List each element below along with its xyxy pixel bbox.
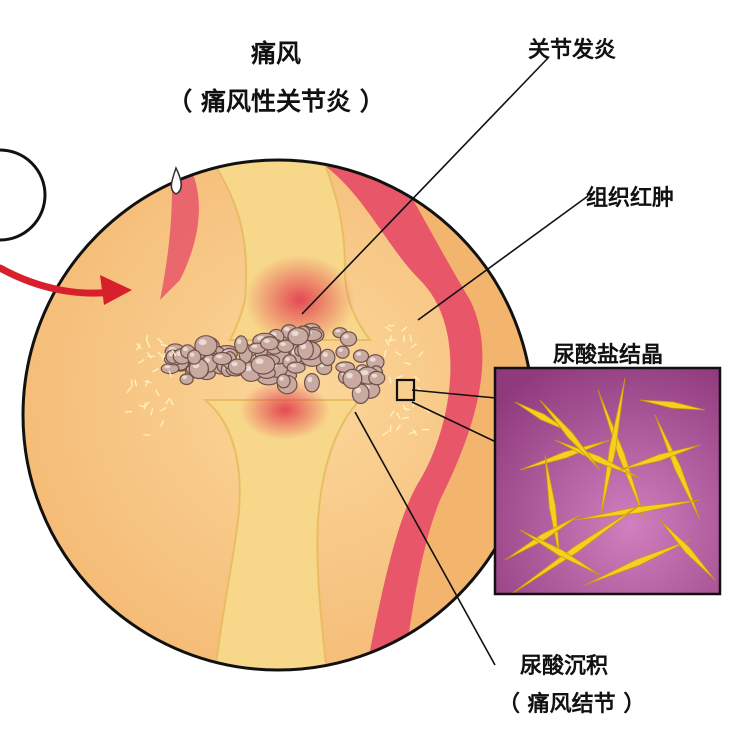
tophus-highlight xyxy=(252,345,258,348)
tophus-nodule xyxy=(251,355,275,374)
tophus-highlight xyxy=(335,329,340,332)
tophus-highlight xyxy=(346,373,353,379)
tophus-nodule xyxy=(287,362,305,373)
tophus-nodule xyxy=(188,350,201,364)
tophus-highlight xyxy=(169,352,174,356)
tophus-highlight xyxy=(280,342,286,346)
tophus-highlight xyxy=(356,352,361,356)
tophus-nodule xyxy=(261,337,279,350)
tophus-highlight xyxy=(182,376,187,379)
tophus-highlight xyxy=(264,339,270,343)
page-title: 痛风 xyxy=(236,34,316,70)
tophus-nodule xyxy=(277,374,290,388)
tophus-nodule xyxy=(340,332,356,346)
tophus-highlight xyxy=(285,357,290,361)
tophus-highlight xyxy=(343,334,349,338)
tophus-highlight xyxy=(290,364,296,367)
tophus-highlight xyxy=(323,352,328,357)
tophus-highlight xyxy=(190,353,195,357)
tophus-nodule xyxy=(235,336,248,353)
tophus-highlight xyxy=(255,359,263,365)
label-urate-crystals: 尿酸盐结晶 xyxy=(553,337,663,369)
label-uric-acid-deposit: 尿酸沉积 xyxy=(520,648,608,680)
label-tissue-swelling: 组织红肿 xyxy=(586,180,674,212)
tophus-nodule xyxy=(369,371,385,384)
tophus-highlight xyxy=(231,362,237,367)
tophus-highlight xyxy=(164,365,170,368)
tophus-highlight xyxy=(216,355,223,359)
tophus-nodule xyxy=(288,328,308,345)
tophus-highlight xyxy=(292,331,299,336)
tophus-highlight xyxy=(361,370,369,375)
tophus-nodule xyxy=(343,369,362,388)
tophus-highlight xyxy=(307,377,312,382)
tophus-highlight xyxy=(370,357,376,361)
tophus-nodule xyxy=(305,374,320,392)
page-subtitle: （ 痛风性关节炎 ） xyxy=(128,82,424,118)
tophus-highlight xyxy=(279,377,284,381)
tophus-nodule xyxy=(336,346,349,358)
tophus-highlight xyxy=(199,339,207,345)
tophus-nodule xyxy=(320,349,335,365)
tophus-highlight xyxy=(237,339,241,344)
tophus-highlight xyxy=(284,327,290,331)
label-gout-tophus: （ 痛风结节 ） xyxy=(498,686,645,718)
tophus-highlight xyxy=(338,348,343,352)
crystal-dash xyxy=(390,425,391,432)
label-joint-inflammation: 关节发炎 xyxy=(528,32,616,64)
tophus-nodule xyxy=(213,352,232,364)
tophus-nodule xyxy=(228,359,246,374)
tophus-highlight xyxy=(183,347,188,351)
tophus-nodule xyxy=(353,350,368,362)
previous-view-arc xyxy=(0,150,45,240)
urate-crystal-panel xyxy=(495,368,720,595)
tophus-highlight xyxy=(372,374,378,378)
tophus-highlight xyxy=(339,364,345,367)
